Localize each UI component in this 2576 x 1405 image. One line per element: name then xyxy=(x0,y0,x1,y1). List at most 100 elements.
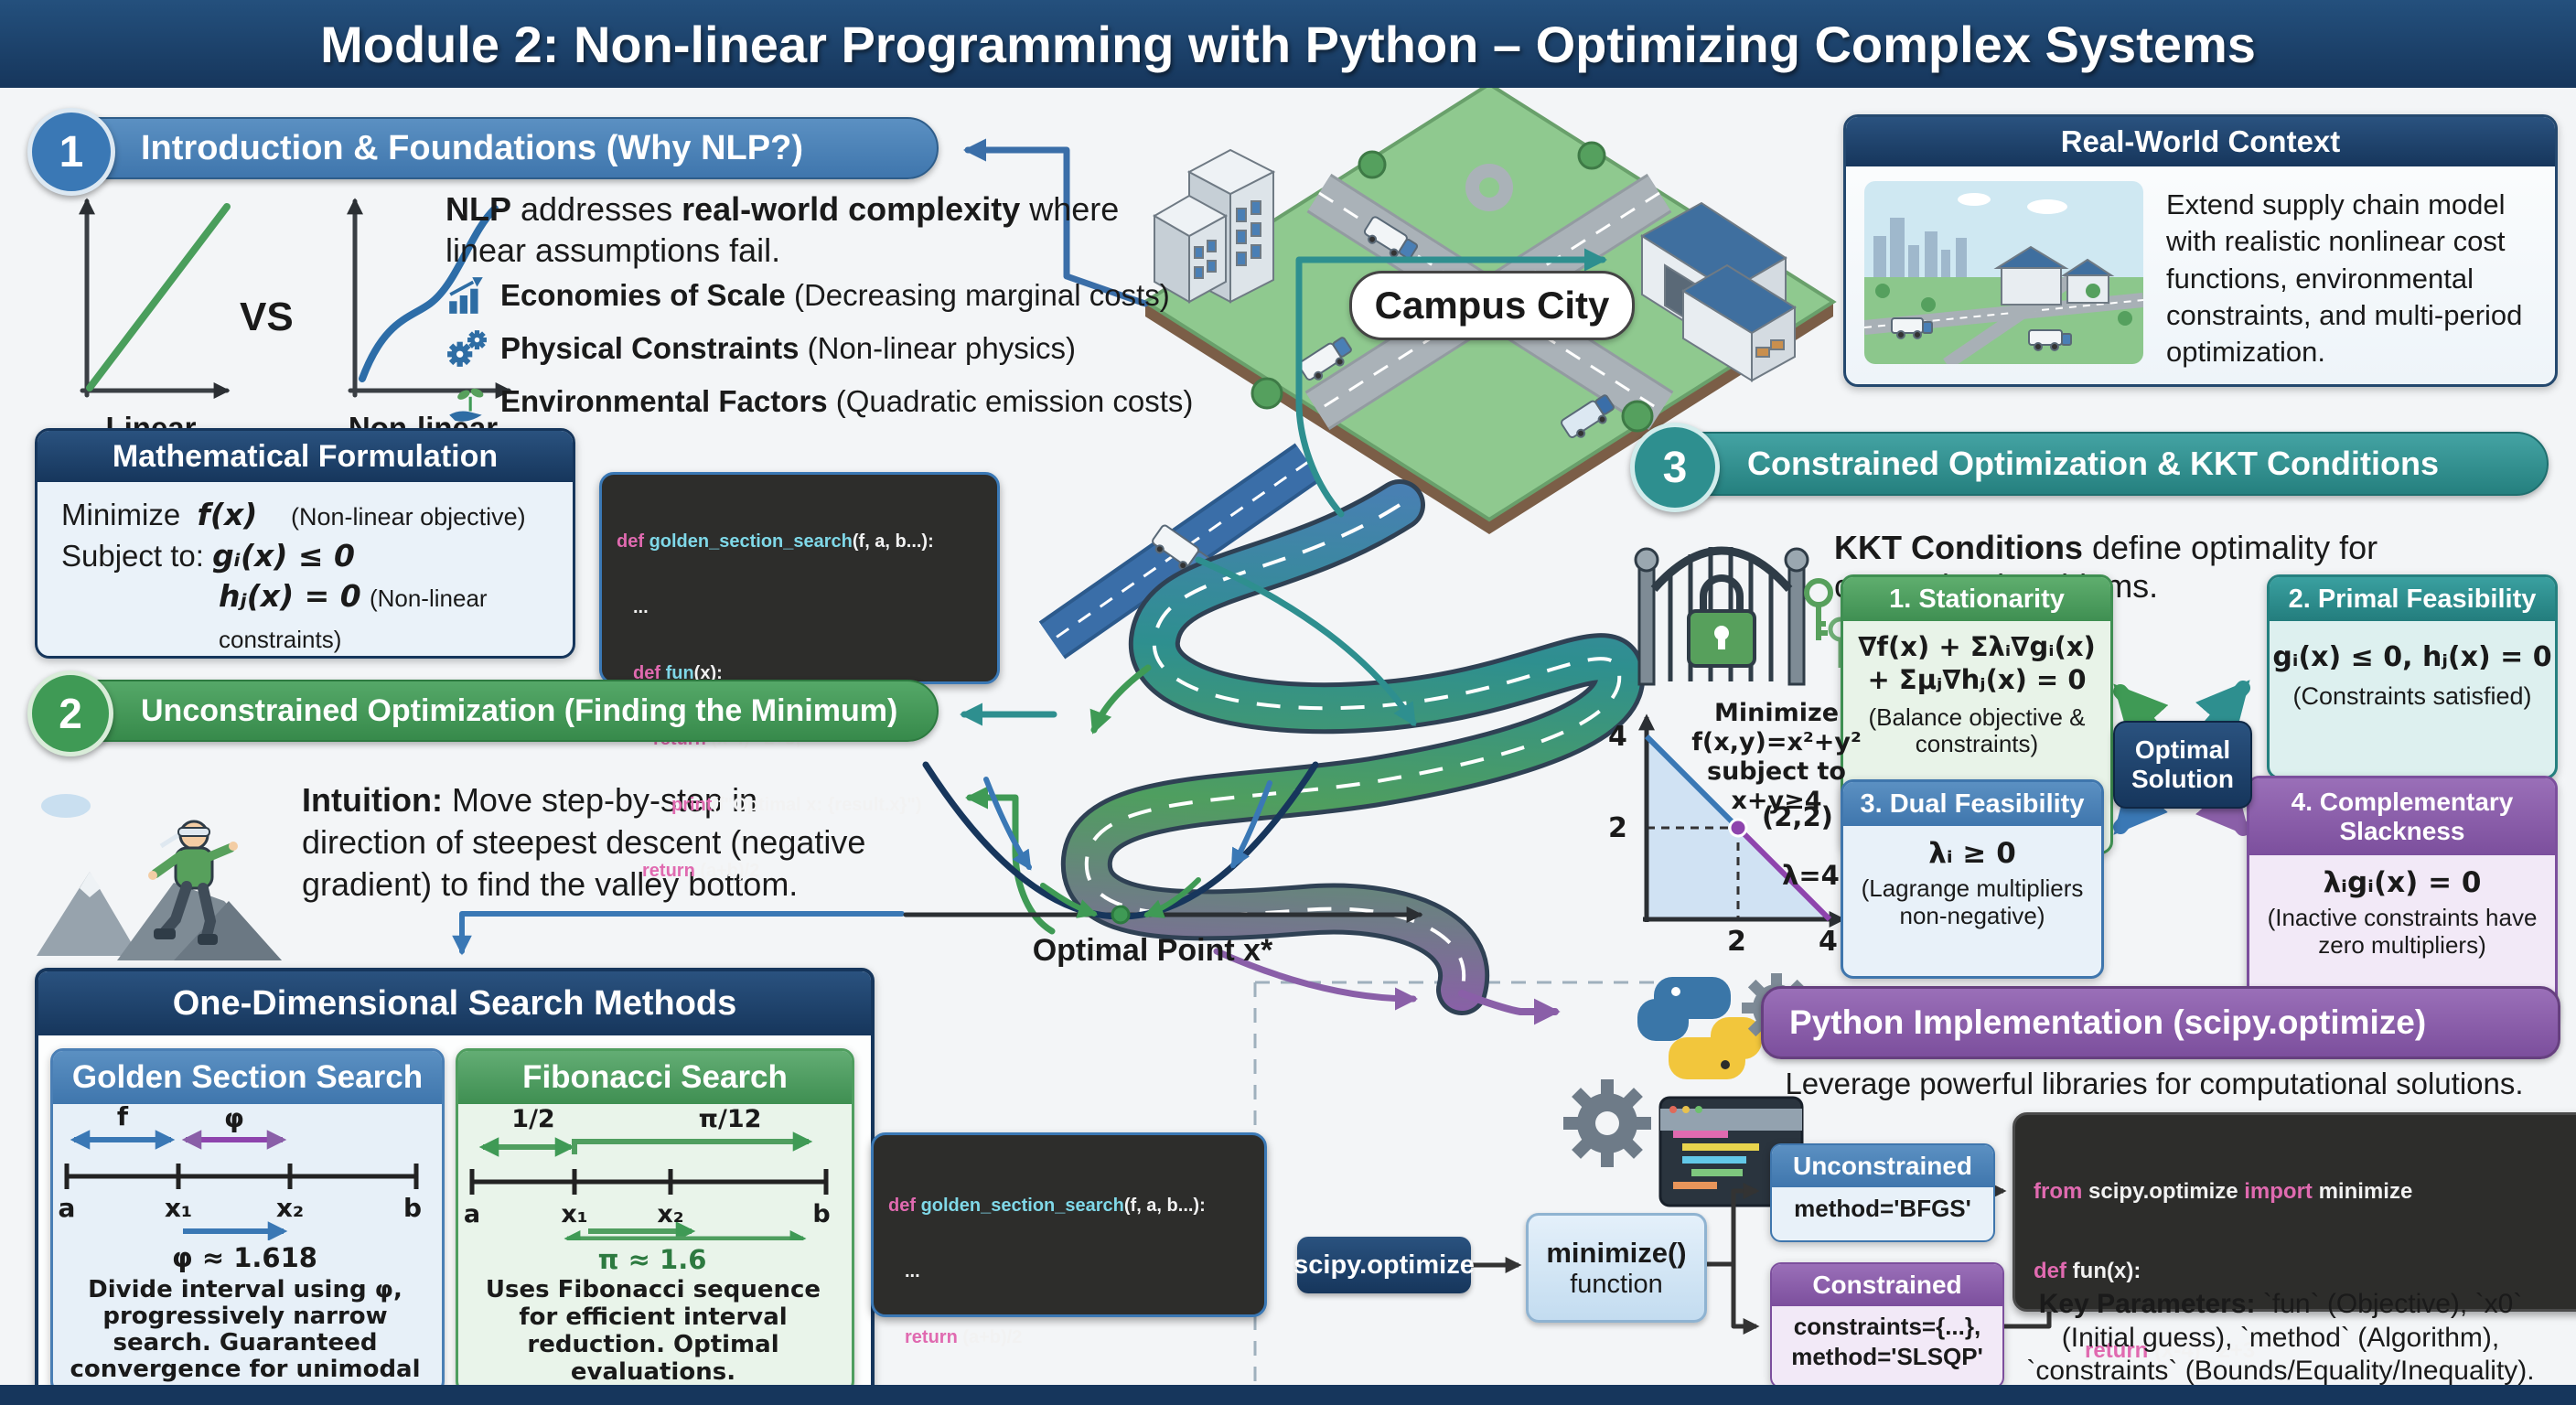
fibonacci-diagram: 1/2 π/12 a x₁ x₂ b xyxy=(464,1105,831,1240)
scipy-optimize-node: scipy.optimize xyxy=(1293,1237,1475,1293)
plant-hand-icon xyxy=(449,388,484,422)
hiker-icon xyxy=(37,794,282,960)
section3-header: Constrained Optimization & KKT Condition… xyxy=(1670,432,2549,496)
kkt-primal-title: 2. Primal Feasibility xyxy=(2270,577,2555,621)
math-row-1: Minimize f(x) (Non-linear objective) xyxy=(61,497,526,532)
constrained-method: constraints={...}, method='SLSQP' xyxy=(1791,1313,1983,1370)
fibonacci-title: Fibonacci Search xyxy=(458,1051,852,1104)
kkt-complementary-title: 4. Complementary Slackness xyxy=(2249,778,2555,855)
unconstrained-method: method='BFGS' xyxy=(1794,1195,1971,1222)
section1-number: 1 xyxy=(27,108,115,196)
kkt-solution-dot xyxy=(1728,818,1748,838)
svg-text:f: f xyxy=(117,1103,129,1132)
fibonacci-pi-value: π ≈ 1.6 xyxy=(597,1244,707,1275)
gear-icon-2 xyxy=(1563,1079,1651,1167)
kkt-dual-box: 3. Dual Feasibility λᵢ ≥ 0 (Lagrange mul… xyxy=(1841,779,2104,979)
campus-city-illustration xyxy=(1038,81,1837,660)
section2-number: 2 xyxy=(27,670,113,756)
kkt-graph-xtick-4: 4 xyxy=(1819,926,1838,958)
realworld-title: Real-World Context xyxy=(1846,117,2555,166)
key-parameters-text: Key Parameters: `fun` (Objective), `x0` … xyxy=(2026,1289,2535,1387)
section-divider xyxy=(1253,981,1654,1383)
vs-label: VS xyxy=(240,295,294,339)
svg-text:a: a xyxy=(59,1193,76,1223)
section2-header: Unconstrained Optimization (Finding the … xyxy=(66,680,939,742)
math-row-2: Subject to: gᵢ(x) ≤ 0 xyxy=(61,537,356,574)
python-impl-subtitle: Leverage powerful libraries for computat… xyxy=(1785,1067,2524,1100)
gears-icon xyxy=(447,330,487,367)
bullet-economies: Economies of Scale (Decreasing marginal … xyxy=(445,274,1170,316)
intuition-text: Intuition: Move step-by-step in directio… xyxy=(302,781,866,904)
section2-title: Unconstrained Optimization (Finding the … xyxy=(141,692,898,728)
svg-text:π/12: π/12 xyxy=(699,1105,762,1133)
fibonacci-description: Uses Fibonacci sequence for efficient in… xyxy=(485,1276,821,1386)
svg-text:x₁: x₁ xyxy=(561,1200,587,1228)
section1-title: Introduction & Foundations (Why NLP?) xyxy=(141,128,803,167)
svg-text:x₁: x₁ xyxy=(165,1193,192,1223)
gate-lock-icon xyxy=(1634,546,1853,686)
growth-chart-icon xyxy=(449,277,483,314)
kkt-graph-objective: Minimize f(x,y)=x²+y² subject to x+y≥4 xyxy=(1691,699,1862,815)
kkt-graph-lambda-label: λ=4 xyxy=(1782,860,1840,891)
unconstrained-node: Unconstrained method='BFGS' xyxy=(1770,1143,1995,1242)
bottom-bar xyxy=(0,1385,2576,1405)
kkt-dual-note: (Lagrange multipliers non-negative) xyxy=(1861,874,2084,929)
fibonacci-box: Fibonacci Search xyxy=(456,1048,854,1394)
math-row-3: hⱼ(x) = 0 (Non-linear constraints) xyxy=(219,578,488,653)
scipy-code-block: from scipy.optimize import minimize def … xyxy=(2012,1112,2576,1363)
golden-section-box: Golden Section Search xyxy=(50,1048,445,1394)
code-snippet-mid: def golden_section_search(f, a, b...): .… xyxy=(871,1132,1267,1347)
nlp-intro-text: NLP addresses real-world complexity wher… xyxy=(445,190,1120,269)
supply-chain-icon xyxy=(1864,181,2143,364)
svg-text:a: a xyxy=(464,1200,480,1228)
code-snippet-top: def golden_section_search(f, a, b...): .… xyxy=(599,472,1000,881)
campus-city-label: Campus City xyxy=(1349,271,1635,340)
svg-text:b: b xyxy=(403,1193,422,1223)
svg-text:1/2: 1/2 xyxy=(511,1105,554,1133)
svg-text:x₂: x₂ xyxy=(276,1193,304,1223)
title-bar: Module 2: Non-linear Programming with Py… xyxy=(0,0,2576,88)
section1-header: Introduction & Foundations (Why NLP?) xyxy=(66,117,939,179)
kkt-primal-note: (Constraints satisfied) xyxy=(2292,682,2532,710)
search-methods-title: One-Dimensional Search Methods xyxy=(38,971,871,1035)
python-logo-icon xyxy=(1637,977,1762,1079)
math-formulation-title: Mathematical Formulation xyxy=(38,431,573,482)
kkt-graph-xtick-2: 2 xyxy=(1727,926,1746,958)
golden-section-diagram: f φ a x₁ x₂ b xyxy=(59,1103,422,1240)
page-title: Module 2: Non-linear Programming with Py… xyxy=(320,15,2256,73)
optimal-point-label: Optimal Point x* xyxy=(1032,933,1273,968)
arrow-to-python xyxy=(1458,990,1561,1025)
constrained-node: Constrained constraints={...}, method='S… xyxy=(1770,1262,2004,1389)
golden-section-title: Golden Section Search xyxy=(53,1051,442,1104)
optimal-point-dot xyxy=(1111,905,1131,925)
kkt-graph-ytick-4: 4 xyxy=(1608,721,1627,753)
kkt-complementary-note: (Inactive constraints have zero multipli… xyxy=(2267,904,2538,959)
golden-phi-value: φ ≈ 1.618 xyxy=(172,1242,317,1273)
minimize-function-node: minimize() function xyxy=(1526,1213,1707,1323)
kkt-graph-ytick-2: 2 xyxy=(1608,812,1627,844)
math-formulation-box: Mathematical Formulation Minimize f(x) (… xyxy=(35,428,575,659)
bullet-physical: Physical Constraints (Non-linear physics… xyxy=(445,327,1076,370)
winding-road xyxy=(1060,479,1646,1015)
kkt-dual-title: 3. Dual Feasibility xyxy=(1843,782,2101,826)
descent-parabola-chart xyxy=(903,761,1423,925)
svg-text:φ: φ xyxy=(224,1103,244,1133)
svg-text:x₂: x₂ xyxy=(657,1200,683,1228)
kkt-graph-point-label: (2,2) xyxy=(1762,801,1833,832)
kkt-stationarity-note: (Balance objective & constraints) xyxy=(1868,702,2086,758)
kkt-stationarity-title: 1. Stationarity xyxy=(1843,577,2110,621)
kkt-primal-box: 2. Primal Feasibility gᵢ(x) ≤ 0, hⱼ(x) =… xyxy=(2267,574,2558,779)
python-impl-title: Python Implementation (scipy.optimize) xyxy=(1789,1003,2427,1041)
svg-text:b: b xyxy=(812,1200,830,1228)
office-buildings xyxy=(1153,148,1276,304)
math-row-4: x ∈ ℝⁿ xyxy=(61,658,554,659)
kkt-optimal-solution: Optimal Solution xyxy=(2113,721,2252,809)
warehouses xyxy=(1640,201,1797,382)
bullet-environmental: Environmental Factors (Quadratic emissio… xyxy=(445,381,1193,423)
python-impl-header: Python Implementation (scipy.optimize) xyxy=(1761,986,2560,1059)
realworld-text: Extend supply chain model with realistic… xyxy=(2166,188,2523,369)
section3-number: 3 xyxy=(1630,423,1720,512)
section3-title: Constrained Optimization & KKT Condition… xyxy=(1747,445,2439,482)
realworld-context-box: Real-World Context Extend supply chain m… xyxy=(1843,114,2558,387)
